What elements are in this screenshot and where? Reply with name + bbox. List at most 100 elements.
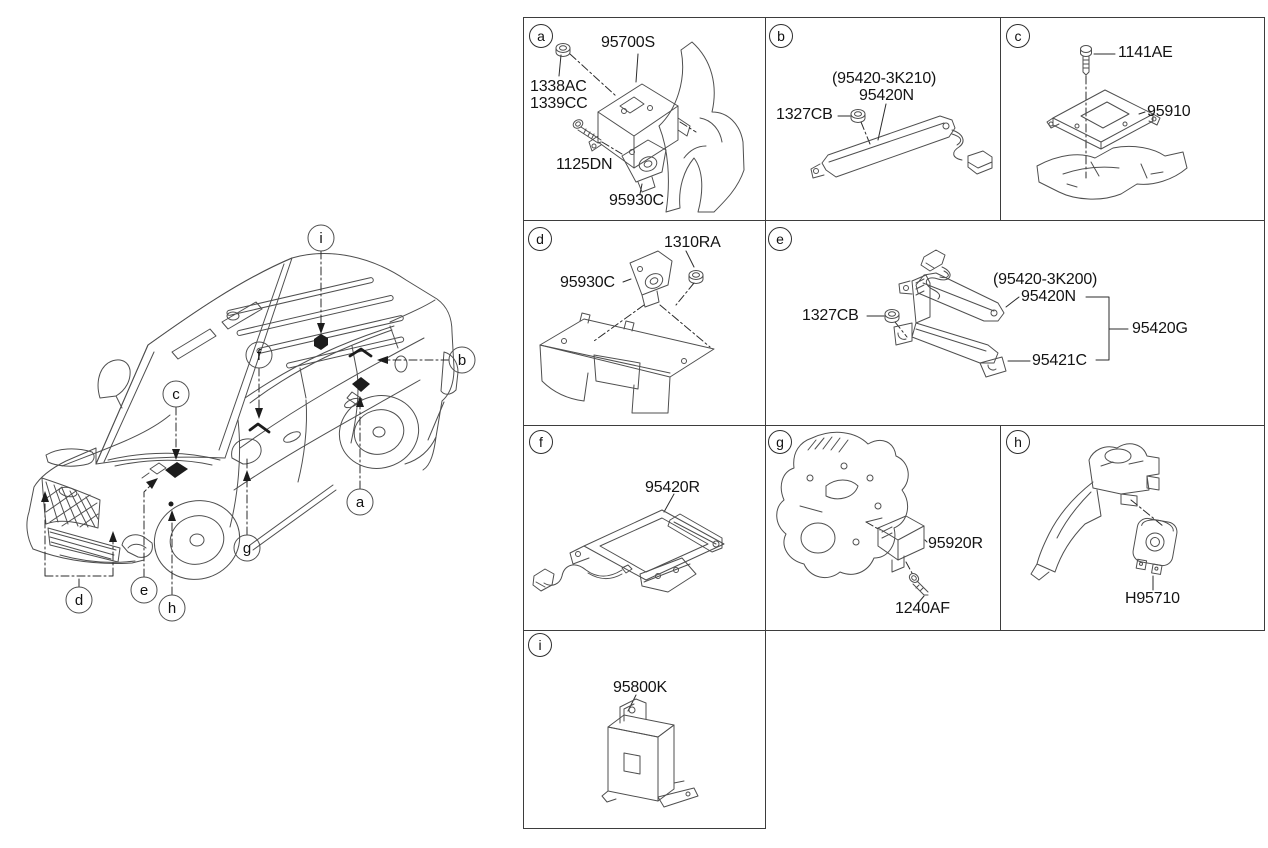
cell-e-callout: e xyxy=(768,227,792,251)
cell-g-letter: g xyxy=(776,434,784,450)
cell-a-callout: a xyxy=(529,24,553,48)
part-label-nut: 1327CB xyxy=(802,307,859,324)
car-roof-rails xyxy=(226,277,405,369)
module-illustration xyxy=(588,83,691,169)
callout-letter-i: i xyxy=(319,230,322,247)
cell-e-letter: e xyxy=(776,231,784,247)
part-label-antenna: 95420N xyxy=(859,87,914,104)
nut-icon xyxy=(688,270,704,284)
part-label-antenna: 95420N xyxy=(1021,288,1076,305)
part-label-bolt: 1240AF xyxy=(895,600,950,617)
cell-i-callout: i xyxy=(528,633,552,657)
callout-letter-e: e xyxy=(140,582,148,599)
module-illustration xyxy=(601,698,699,808)
nut-icon xyxy=(884,309,900,323)
sensor-illustration xyxy=(629,250,673,308)
cell-g-illustration xyxy=(776,431,929,603)
detail-cell-g: g 95920R xyxy=(765,425,1001,631)
part-label-assembly: 95420G xyxy=(1132,320,1188,337)
sensor-illustration xyxy=(621,139,667,193)
vehicle-illustration: a b c d e f g h i xyxy=(26,224,476,622)
cell-f-letter: f xyxy=(539,434,543,450)
antenna-illustration xyxy=(810,115,956,179)
quarter-panel-illustration xyxy=(658,41,745,213)
detail-cell-f: f 95420R xyxy=(523,425,766,631)
cell-i-letter: i xyxy=(538,637,542,653)
part-label-module: 95910 xyxy=(1147,103,1191,120)
cell-i-illustration xyxy=(601,694,699,808)
bolt-icon xyxy=(572,119,602,144)
mount-bracket-illustration xyxy=(1030,443,1160,581)
cell-d-illustration xyxy=(539,250,715,414)
cable-connector-illustration xyxy=(532,564,623,592)
cell-g-callout: g xyxy=(768,430,792,454)
cell-b-letter: b xyxy=(777,28,785,44)
callout-letter-f: f xyxy=(257,347,262,364)
antenna-bracket-illustration xyxy=(569,509,725,593)
part-label-ref: (95420-3K200) xyxy=(993,271,1098,288)
bracket-pan-illustration xyxy=(1036,145,1188,200)
callout-circles: a b c d e f g h i xyxy=(65,224,476,622)
callout-letter-g: g xyxy=(243,540,251,557)
part-label-nut: 1327CB xyxy=(776,106,833,123)
part-label-bracket: 95421C xyxy=(1032,352,1087,369)
part-label-module: 95800K xyxy=(613,679,667,696)
callout-leaders xyxy=(41,250,450,596)
part-label-horn: H95710 xyxy=(1125,590,1180,607)
cell-b-illustration xyxy=(810,103,993,179)
callout-letter-h: h xyxy=(168,600,176,617)
bolt-icon xyxy=(1080,45,1092,76)
detail-cell-a: a xyxy=(523,17,766,221)
callout-letter-d: d xyxy=(75,592,83,609)
car-grille xyxy=(41,477,153,563)
airbag-module-illustration xyxy=(1046,89,1161,150)
part-label-sensor: 95930C xyxy=(609,192,664,209)
cell-h-illustration xyxy=(1030,443,1178,591)
detail-cell-i: i 95800K xyxy=(523,630,766,829)
cell-a-letter: a xyxy=(537,28,545,44)
car-body xyxy=(26,253,455,564)
cell-d-letter: d xyxy=(536,231,544,247)
part-label-sensor: 95920R xyxy=(928,535,983,552)
cowl-module-mark xyxy=(141,462,188,479)
part-label-nut-top: 1338AC xyxy=(530,78,587,95)
nut-icon xyxy=(850,109,866,123)
detail-cell-b: b (95420-3K210) 95420N 1327CB xyxy=(765,17,1001,221)
cable-connector-illustration xyxy=(951,129,993,175)
rear-antenna-mark xyxy=(348,347,373,358)
part-label-sensor: 95930C xyxy=(560,274,615,291)
radiator-support-illustration xyxy=(539,312,715,414)
part-label-nut: 1310RA xyxy=(664,234,721,251)
part-label-module: 95700S xyxy=(601,34,655,51)
part-label-antenna: 95420R xyxy=(645,479,700,496)
bracket-illustration xyxy=(893,274,1007,378)
impact-sensor-illustration xyxy=(877,515,925,573)
cell-c-letter: c xyxy=(1014,28,1022,44)
door-panel-illustration xyxy=(776,431,909,579)
cell-b-callout: b xyxy=(769,24,793,48)
cell-d-callout: d xyxy=(528,227,552,251)
cell-h-letter: h xyxy=(1014,434,1022,450)
sill-antenna-mark xyxy=(248,422,271,434)
car-wheels xyxy=(153,395,420,580)
car-side xyxy=(97,299,459,528)
callout-letter-c: c xyxy=(172,386,180,403)
cell-a-illustration xyxy=(555,41,745,213)
detail-cell-c: c 1141AE 95910 xyxy=(1000,17,1265,221)
antenna-illustration xyxy=(898,272,1005,322)
fender-sensor-dot xyxy=(168,501,174,507)
cable-connector-illustration xyxy=(920,249,951,300)
part-label-bolt: 1125DN xyxy=(556,156,613,173)
cell-f-illustration xyxy=(532,493,725,593)
part-label-ref: (95420-3K210) xyxy=(832,70,937,87)
cell-c-illustration xyxy=(1036,45,1188,200)
roof-module-mark xyxy=(314,334,328,350)
callout-letter-a: a xyxy=(356,494,365,511)
cell-h-callout: h xyxy=(1006,430,1030,454)
bolt-icon xyxy=(908,573,929,596)
nut-icon xyxy=(555,43,571,57)
detail-cell-d: d 1310RA 95930C xyxy=(523,220,766,426)
part-label-nut-bottom: 1339CC xyxy=(530,95,588,112)
cell-c-callout: c xyxy=(1006,24,1030,48)
